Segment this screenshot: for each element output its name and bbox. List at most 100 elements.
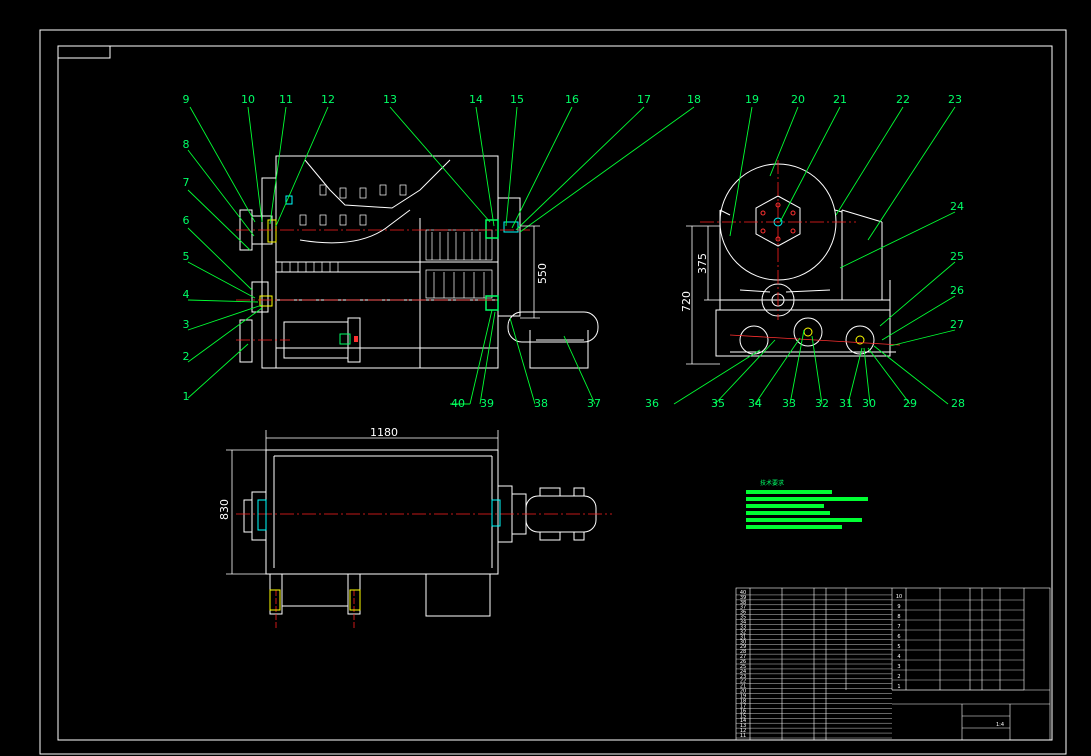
dim-label-720: 720 bbox=[680, 291, 693, 312]
bom-row-number: 31 bbox=[740, 634, 746, 640]
part-label: 16 bbox=[565, 93, 579, 106]
part-label: 26 bbox=[950, 284, 964, 297]
title-block-scale: 1:4 bbox=[996, 722, 1004, 728]
bom-row-number: 40 bbox=[740, 590, 746, 596]
bom-left-numbers: 4039383736353433323130292827262524232221… bbox=[740, 590, 746, 739]
front-view-accents bbox=[236, 195, 530, 345]
bom-row-number: 6 bbox=[897, 634, 900, 640]
part-label: 33 bbox=[782, 397, 796, 410]
part-label: 37 bbox=[587, 397, 601, 410]
part-label: 19 bbox=[745, 93, 759, 106]
part-label: 5 bbox=[183, 250, 190, 263]
bom-row-number: 3 bbox=[897, 664, 900, 670]
side-view bbox=[715, 163, 896, 357]
part-label: 24 bbox=[950, 200, 964, 213]
bom-row-number: 7 bbox=[897, 624, 900, 630]
bom-row-number: 28 bbox=[740, 649, 746, 655]
bom-row-number: 18 bbox=[740, 698, 746, 704]
bom-row-number: 1 bbox=[897, 684, 900, 690]
dimension-plan bbox=[226, 430, 499, 575]
bom-row-number: 5 bbox=[897, 644, 900, 650]
part-label: 35 bbox=[711, 397, 725, 410]
bom-row-number: 4 bbox=[897, 654, 900, 660]
bom-row-number: 8 bbox=[897, 614, 900, 620]
bom-row-number: 25 bbox=[740, 664, 746, 670]
part-label: 18 bbox=[687, 93, 701, 106]
part-label: 36 bbox=[645, 397, 659, 410]
side-leaders bbox=[673, 106, 956, 405]
plan-view-accents bbox=[236, 499, 612, 630]
dim-label-375: 375 bbox=[696, 253, 709, 274]
bom-row-number: 9 bbox=[897, 604, 900, 610]
bom-row-number: 36 bbox=[740, 610, 746, 616]
part-label: 21 bbox=[833, 93, 847, 106]
bom-row-number: 11 bbox=[740, 733, 746, 739]
bom-row-number: 17 bbox=[740, 703, 746, 709]
bom-row-number: 13 bbox=[740, 723, 746, 729]
bom-row-number: 15 bbox=[740, 713, 746, 719]
part-label: 20 bbox=[791, 93, 805, 106]
part-label: 7 bbox=[183, 176, 190, 189]
bom-row-number: 32 bbox=[740, 629, 746, 635]
part-label: 40 bbox=[451, 397, 465, 410]
part-label: 10 bbox=[241, 93, 255, 106]
bom-row-number: 26 bbox=[740, 659, 746, 665]
part-label: 25 bbox=[950, 250, 964, 263]
side-view-accents bbox=[700, 160, 901, 346]
bom-row-number: 27 bbox=[740, 654, 746, 660]
bom-row-number: 33 bbox=[740, 624, 746, 630]
part-label: 39 bbox=[480, 397, 494, 410]
part-label: 31 bbox=[839, 397, 853, 410]
bom-row-number: 21 bbox=[740, 684, 746, 690]
part-label: 23 bbox=[948, 93, 962, 106]
part-label: 28 bbox=[951, 397, 965, 410]
part-label: 12 bbox=[321, 93, 335, 106]
plan-view bbox=[243, 449, 597, 617]
part-label: 6 bbox=[183, 214, 190, 227]
sheet-frame bbox=[39, 29, 1067, 755]
dim-label-830: 830 bbox=[218, 499, 231, 520]
part-label: 29 bbox=[903, 397, 917, 410]
dim-label-550: 550 bbox=[536, 263, 549, 284]
part-label: 4 bbox=[183, 288, 190, 301]
technical-notes-title: 技术要求 bbox=[760, 479, 784, 487]
bom-row-lines bbox=[736, 594, 1024, 739]
technical-notes-bars bbox=[746, 490, 868, 529]
bom-right-numbers: 10 9 8 7 6 5 4 3 2 1 bbox=[896, 594, 902, 690]
part-label: 27 bbox=[950, 318, 964, 331]
part-label: 30 bbox=[862, 397, 876, 410]
bom-row-number: 22 bbox=[740, 679, 746, 685]
bom-row-number: 14 bbox=[740, 718, 746, 724]
front-leaders bbox=[187, 106, 695, 405]
bom-row-number: 10 bbox=[896, 594, 902, 600]
bom-row-number: 30 bbox=[740, 639, 746, 645]
part-label: 13 bbox=[383, 93, 397, 106]
dimension-550 bbox=[520, 225, 540, 319]
bom-row-number: 37 bbox=[740, 605, 746, 611]
bom-row-number: 23 bbox=[740, 674, 746, 680]
part-label: 3 bbox=[183, 318, 190, 331]
front-view bbox=[239, 155, 599, 369]
part-label: 8 bbox=[183, 138, 190, 151]
bom-row-number: 34 bbox=[740, 620, 746, 626]
part-label: 2 bbox=[183, 350, 190, 363]
bom-row-number: 29 bbox=[740, 644, 746, 650]
bom-row-number: 20 bbox=[740, 689, 746, 695]
part-label: 9 bbox=[183, 93, 190, 106]
bom-row-number: 19 bbox=[740, 694, 746, 700]
dim-label-1180: 1180 bbox=[370, 426, 398, 439]
part-label: 15 bbox=[510, 93, 524, 106]
part-label: 17 bbox=[637, 93, 651, 106]
part-label: 11 bbox=[279, 93, 293, 106]
part-label: 32 bbox=[815, 397, 829, 410]
bom-row-number: 2 bbox=[897, 674, 900, 680]
bom-row-number: 16 bbox=[740, 708, 746, 714]
bom-row-number: 12 bbox=[740, 728, 746, 734]
part-label: 1 bbox=[183, 390, 190, 403]
part-label: 34 bbox=[748, 397, 762, 410]
part-label: 14 bbox=[469, 93, 483, 106]
bom-row-number: 35 bbox=[740, 615, 746, 621]
bom-row-number: 24 bbox=[740, 669, 746, 675]
